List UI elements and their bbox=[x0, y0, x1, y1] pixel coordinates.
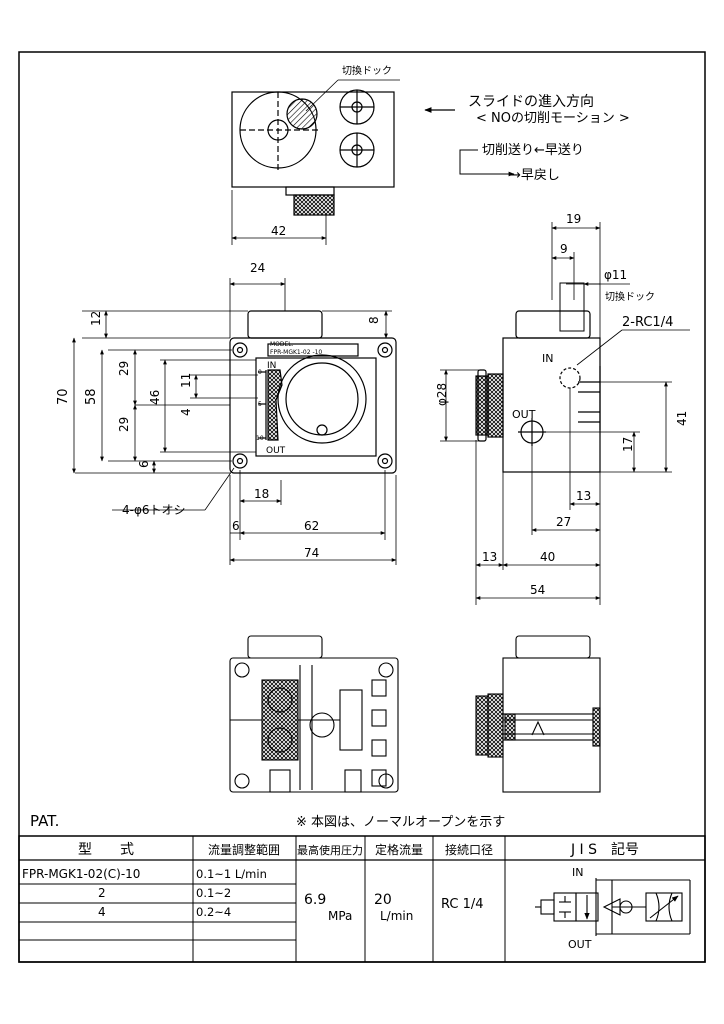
plate-scale-0: 0 bbox=[258, 369, 262, 376]
dim-19: 19 bbox=[566, 212, 581, 226]
header-max-pressure: 最高使用圧力 bbox=[297, 843, 363, 857]
header-model: 型 式 bbox=[78, 842, 134, 858]
top-view bbox=[231, 79, 400, 245]
dim-62: 62 bbox=[304, 519, 319, 533]
plate-scale-10: 10 bbox=[256, 435, 264, 442]
side-view bbox=[475, 282, 601, 473]
dim-46: 46 bbox=[148, 390, 162, 405]
dim-18: 18 bbox=[254, 487, 269, 501]
label-port-in: IN bbox=[542, 352, 553, 365]
plate-out: OUT bbox=[266, 446, 286, 456]
model-plate-line-1: MODEL. bbox=[270, 341, 294, 348]
header-rated-flow: 定格流量 bbox=[375, 842, 423, 857]
dim-27: 27 bbox=[556, 515, 571, 529]
dim-12: 12 bbox=[89, 311, 103, 326]
jis-out-label: OUT bbox=[568, 938, 592, 951]
header-port-size: 接続口径 bbox=[445, 842, 493, 857]
dim-29-upper: 29 bbox=[117, 361, 131, 376]
label-slide-direction: スライドの進入方向 bbox=[468, 94, 594, 110]
label-cutting-feed: 切削送り←早送り bbox=[482, 143, 584, 158]
model-row-3: 4 bbox=[98, 905, 106, 919]
flow-value: 20 bbox=[374, 892, 392, 908]
dim-41: 41 bbox=[675, 411, 689, 426]
label-phi28: φ28 bbox=[435, 383, 449, 406]
header-jis-symbol: J I S 記号 bbox=[570, 841, 639, 858]
dim-58: 58 bbox=[84, 388, 99, 405]
dim-29-lower: 29 bbox=[117, 417, 131, 432]
dim-9: 9 bbox=[560, 242, 568, 256]
plate-scale-5: 5 bbox=[258, 401, 262, 408]
range-row-2: 0.1~2 bbox=[196, 886, 231, 900]
model-row-2: 2 bbox=[98, 886, 106, 900]
dim-8: 8 bbox=[367, 316, 381, 324]
range-row-3: 0.2~4 bbox=[196, 905, 231, 919]
plate-in: IN bbox=[267, 361, 276, 371]
label-ports: 2-RC1/4 bbox=[622, 315, 673, 330]
label-holes: 4-φ6トオシ bbox=[122, 503, 186, 517]
dim-42: 42 bbox=[271, 224, 286, 238]
dim-13-left: 13 bbox=[482, 550, 497, 564]
dim-24: 24 bbox=[250, 261, 265, 275]
label-rapid-return: →早戻し bbox=[510, 168, 560, 183]
label-note: ※ 本図は、ノーマルオープンを示す bbox=[296, 815, 505, 830]
front-view bbox=[229, 310, 397, 474]
label-switch-dog-side: 切換ドック bbox=[605, 291, 655, 303]
dim-4: 4 bbox=[179, 408, 193, 416]
jis-in-label: IN bbox=[572, 866, 583, 879]
flow-unit: L/min bbox=[380, 909, 413, 923]
bottom-section-view bbox=[229, 635, 399, 793]
dim-17: 17 bbox=[621, 437, 635, 452]
dim-6-horizontal: 6 bbox=[232, 519, 240, 533]
label-no-motion: < NOの切削モーション > bbox=[476, 111, 630, 126]
side-view-dims bbox=[440, 222, 690, 605]
dim-11: 11 bbox=[179, 373, 193, 388]
dim-40: 40 bbox=[540, 550, 555, 564]
dim-54: 54 bbox=[530, 583, 545, 597]
side-section-view bbox=[475, 635, 601, 793]
motion-bracket bbox=[459, 149, 510, 175]
spec-table bbox=[18, 835, 706, 963]
dim-13-right: 13 bbox=[576, 489, 591, 503]
pressure-value: 6.9 bbox=[304, 892, 326, 908]
port-size-value: RC 1/4 bbox=[441, 897, 484, 912]
dim-74: 74 bbox=[304, 546, 319, 560]
jis-symbol bbox=[535, 878, 691, 936]
label-pat: PAT. bbox=[30, 812, 59, 830]
front-view-dims bbox=[72, 278, 397, 565]
header-flow-range: 流量調整範囲 bbox=[208, 842, 280, 857]
dim-70: 70 bbox=[56, 388, 71, 405]
pressure-unit: MPa bbox=[328, 909, 352, 923]
label-port-out: OUT bbox=[512, 408, 536, 421]
range-row-1: 0.1~1 L/min bbox=[196, 867, 267, 881]
dim-6-vertical: 6 bbox=[137, 460, 151, 468]
model-row-1: FPR-MGK1-02(C)-10 bbox=[22, 867, 140, 881]
label-switch-dog: 切換ドック bbox=[342, 65, 392, 77]
label-phi11: φ11 bbox=[604, 268, 627, 282]
model-plate-line-2: FPR-MGK1-02 -10 bbox=[270, 349, 322, 356]
